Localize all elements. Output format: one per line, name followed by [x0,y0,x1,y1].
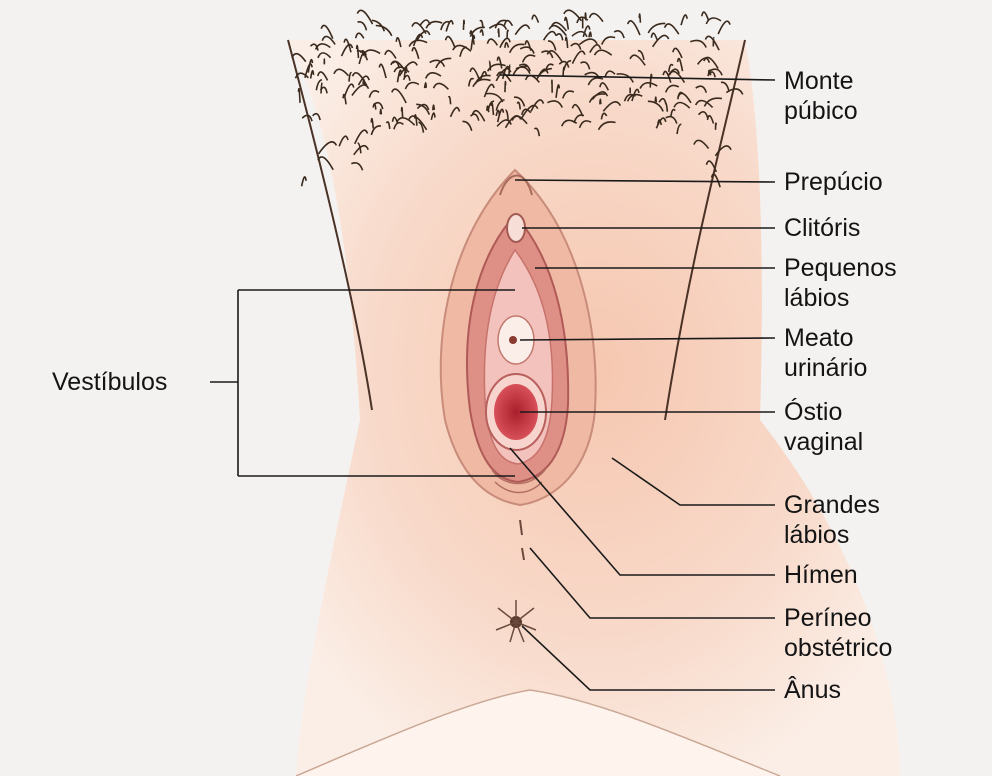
hair-stroke [556,34,563,40]
hair-stroke [589,14,602,22]
hair-stroke [515,25,529,35]
label-line: Ânus [784,675,841,705]
label-line: Grandes [784,490,880,520]
hair-stroke [358,22,367,30]
hair-stroke [463,20,464,30]
hair-stroke [665,24,679,34]
label-line: obstétrico [784,633,892,663]
hair-stroke [628,21,640,35]
hair-stroke [425,83,427,88]
label-line: vaginal [784,427,863,457]
hair-stroke [639,14,640,23]
hair-stroke [716,123,717,130]
hair-stroke [380,109,381,114]
hair-stroke [544,32,556,41]
label-prepucio: Prepúcio [784,167,883,197]
label-anus: Ânus [784,675,841,705]
label-line: lábios [784,283,897,313]
label-line: Pequenos [784,253,897,283]
label-grandes-labios: Grandes lábios [784,490,880,550]
label-line: Períneo [784,603,892,633]
label-line: Clitóris [784,213,860,243]
hair-stroke [565,17,569,29]
label-perineo-obstetrico: Períneo obstétrico [784,603,892,663]
hair-stroke [498,29,499,37]
hair-stroke [713,38,714,47]
hair-stroke [585,13,586,20]
label-pequenos-labios: Pequenos lábios [784,253,897,313]
label-line: Hímen [784,560,858,590]
label-line: lábios [784,520,880,550]
hair-stroke [505,82,506,93]
label-line: Óstio [784,397,863,427]
label-vestibulos: Vestíbulos [52,367,167,397]
label-line: Monte [784,66,858,96]
hair-stroke [651,33,657,39]
hair-stroke [356,33,364,38]
hair-stroke [302,177,306,186]
label-meato-urinario: Meato urinário [784,323,867,383]
label-himen: Hímen [784,560,858,590]
hair-stroke [480,30,483,36]
hair-stroke [681,15,687,25]
urethral-meatus [509,336,517,344]
label-line: Prepúcio [784,167,883,197]
hair-stroke [532,15,538,22]
hair-stroke [655,97,656,102]
hair-stroke [718,21,730,34]
hair-stroke [507,30,508,37]
hair-stroke [572,32,587,37]
label-line: urinário [784,353,867,383]
label-clitoris: Clitóris [784,213,860,243]
hair-stroke [433,105,434,110]
hair-stroke [648,23,665,33]
label-line: Meato [784,323,867,353]
label-line: púbico [784,96,858,126]
hair-stroke [702,12,709,20]
hair-stroke [299,89,301,103]
label-ostio-vaginal: Óstio vaginal [784,397,863,457]
label-line: Vestíbulos [52,367,167,397]
hair-stroke [614,31,624,38]
hair-stroke [600,99,601,104]
label-monte-pubico: Monte púbico [784,66,858,126]
hair-stroke [589,32,591,37]
